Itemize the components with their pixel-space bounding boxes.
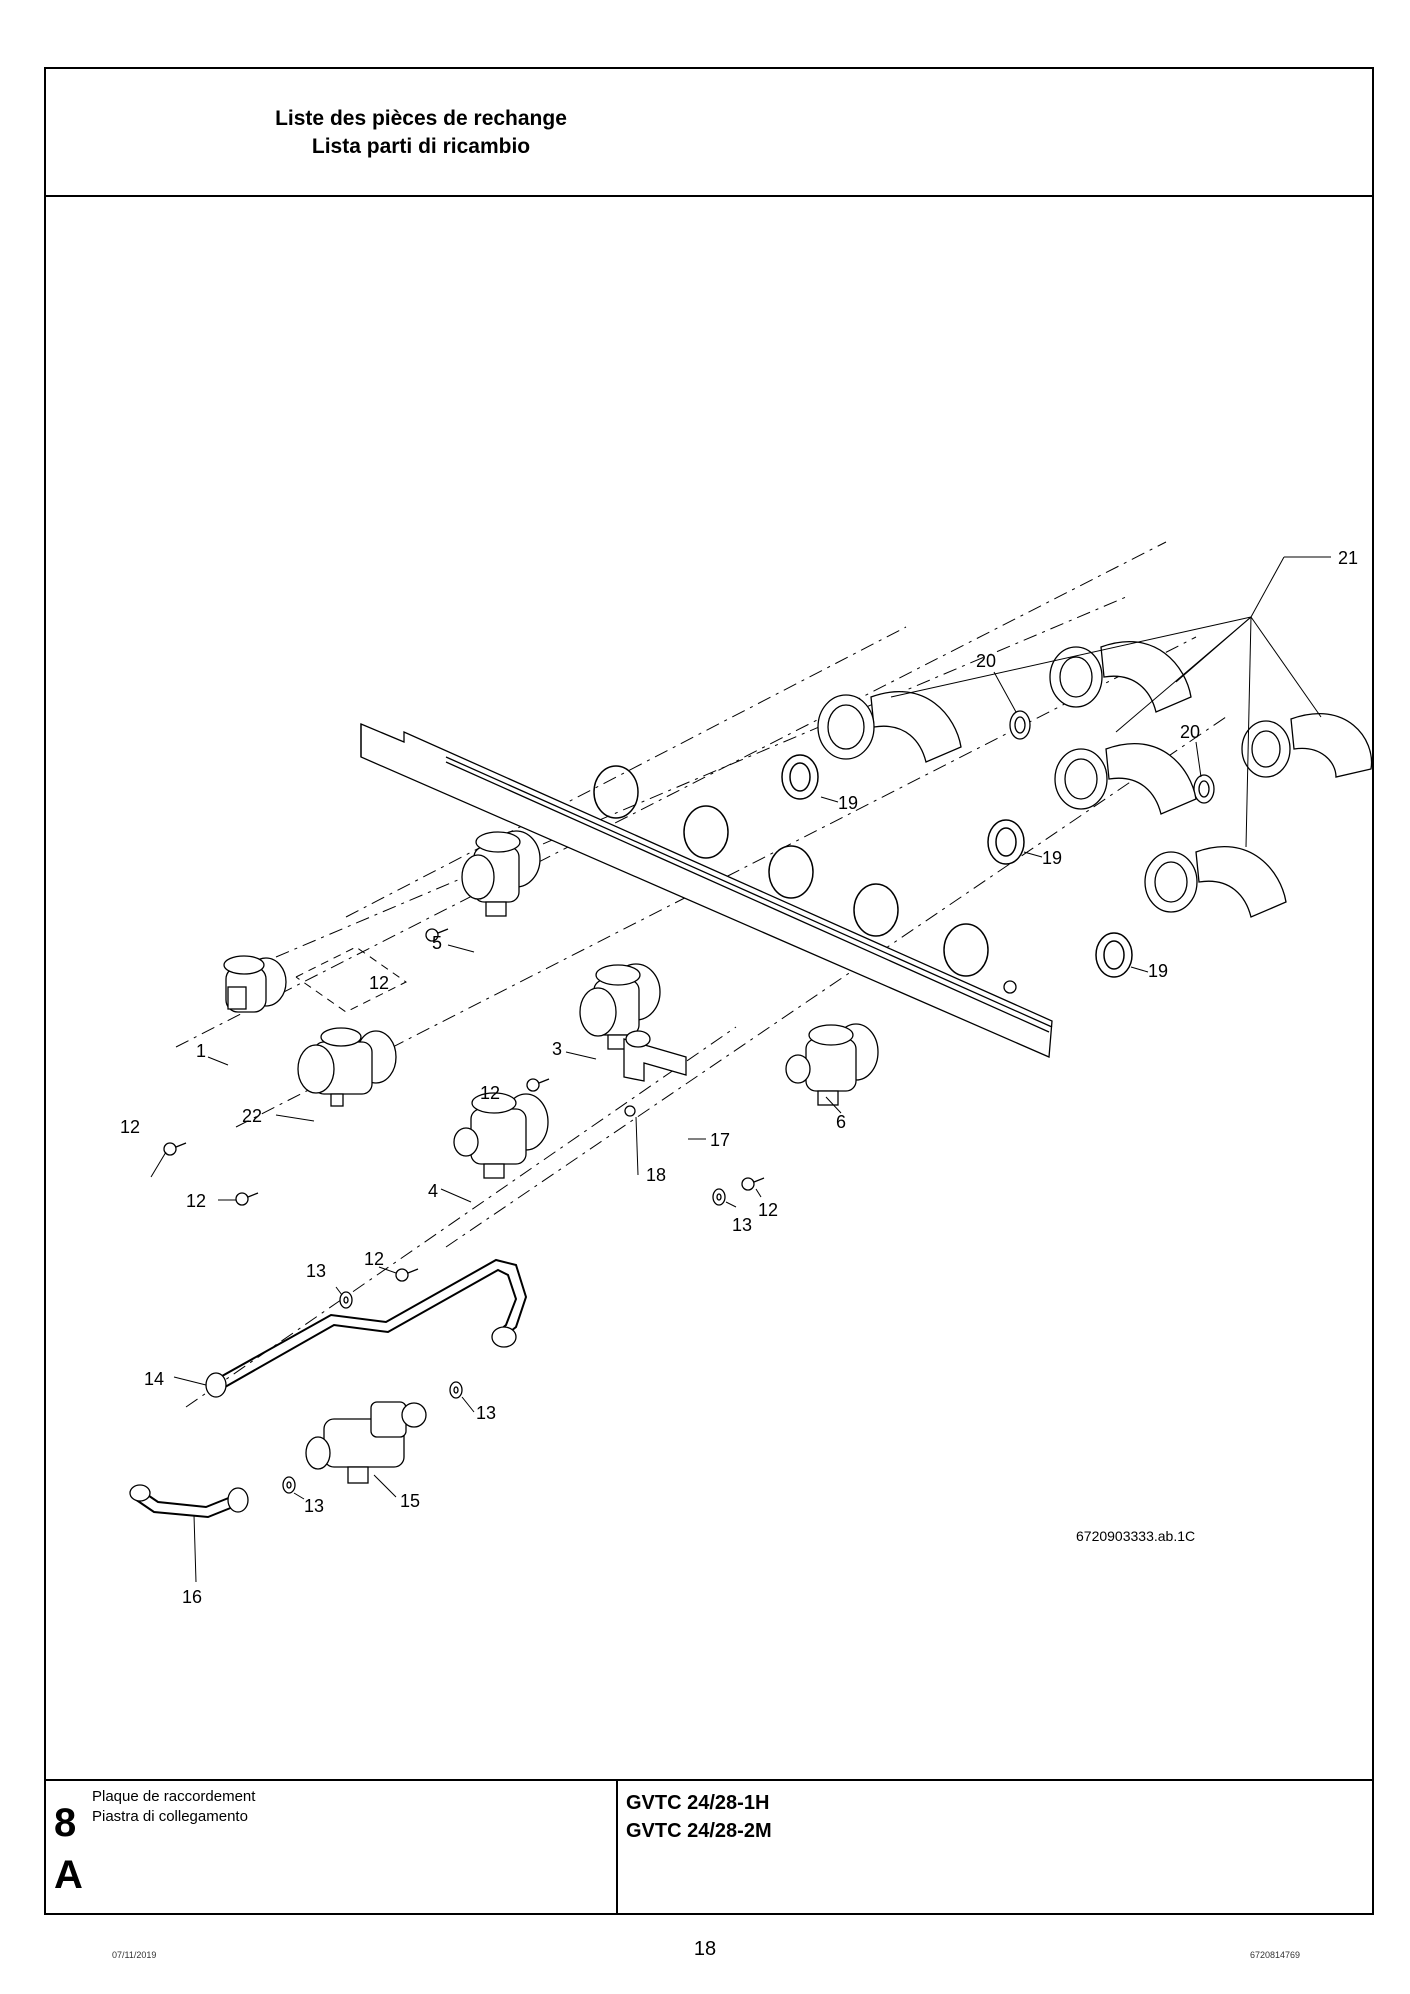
callout-13: 13 (476, 1403, 496, 1423)
callout-12: 12 (186, 1191, 206, 1211)
callout-18: 16 (182, 1587, 202, 1607)
callout-16: 18 (646, 1165, 666, 1185)
callout-12: 12 (369, 973, 389, 993)
document-number: 6720814769 (1249, 1950, 1300, 1960)
page-number: 18 (693, 1938, 717, 1960)
page-title: Liste des pièces de rechange Lista parti… (196, 105, 646, 161)
callout-12: 12 (364, 1249, 384, 1269)
callout-22: 22 (242, 1106, 262, 1126)
callout-17: 15 (400, 1491, 420, 1511)
description-italian: Piastra di collegamento (92, 1808, 248, 1825)
print-date: 07/11/2019 (112, 1950, 157, 1960)
section-description: Plaque de raccordement Piastra di colleg… (92, 1787, 255, 1827)
callout-19: 19 (1148, 961, 1168, 981)
callout-3: 3 (552, 1039, 562, 1059)
footer: 8 A Plaque de raccordement Piastra di co… (46, 1779, 1372, 1913)
callout-1: 1 (196, 1041, 206, 1061)
callout-13: 13 (732, 1215, 752, 1235)
section-letter: A (54, 1853, 83, 1897)
drawing-reference: 6720903333.ab.1C (1076, 1528, 1195, 1544)
callout-19: 19 (838, 793, 858, 813)
callout-21: 21 (1338, 548, 1358, 568)
callout-12: 12 (120, 1117, 140, 1137)
title-french: Liste des pièces de rechange (275, 107, 567, 130)
model-2: GVTC 24/28-2M (626, 1820, 772, 1842)
callout-4: 4 (428, 1181, 438, 1201)
callout-20: 20 (1180, 722, 1200, 742)
callout-19: 19 (1042, 848, 1062, 868)
exploded-view-drawing: 21 20 20 19 19 19 5 12 1 3 12 17 12 22 6… (46, 197, 1373, 1787)
footer-divider (616, 1781, 618, 1913)
callout-13: 13 (304, 1496, 324, 1516)
callout-20: 20 (976, 651, 996, 671)
model-1: GVTC 24/28-1H (626, 1792, 770, 1814)
callout-12: 12 (758, 1200, 778, 1220)
callout-15: 17 (710, 1130, 730, 1150)
description-french: Plaque de raccordement (92, 1788, 256, 1805)
callout-13: 13 (306, 1261, 326, 1281)
section-number: 8 (54, 1801, 77, 1845)
callout-5: 5 (432, 933, 442, 953)
callout-12: 12 (480, 1083, 500, 1103)
callout-6: 6 (836, 1112, 846, 1132)
exploded-view-svg: 21 20 20 19 19 19 5 12 1 3 12 17 12 22 6… (120, 541, 1373, 1607)
page-frame: Liste des pièces de rechange Lista parti… (44, 67, 1374, 1915)
title-italian: Lista parti di ricambio (311, 135, 531, 158)
model-list: GVTC 24/28-1H GVTC 24/28-2M (626, 1789, 772, 1845)
header: Liste des pièces de rechange Lista parti… (46, 69, 1372, 197)
callout-14: 14 (144, 1369, 164, 1389)
